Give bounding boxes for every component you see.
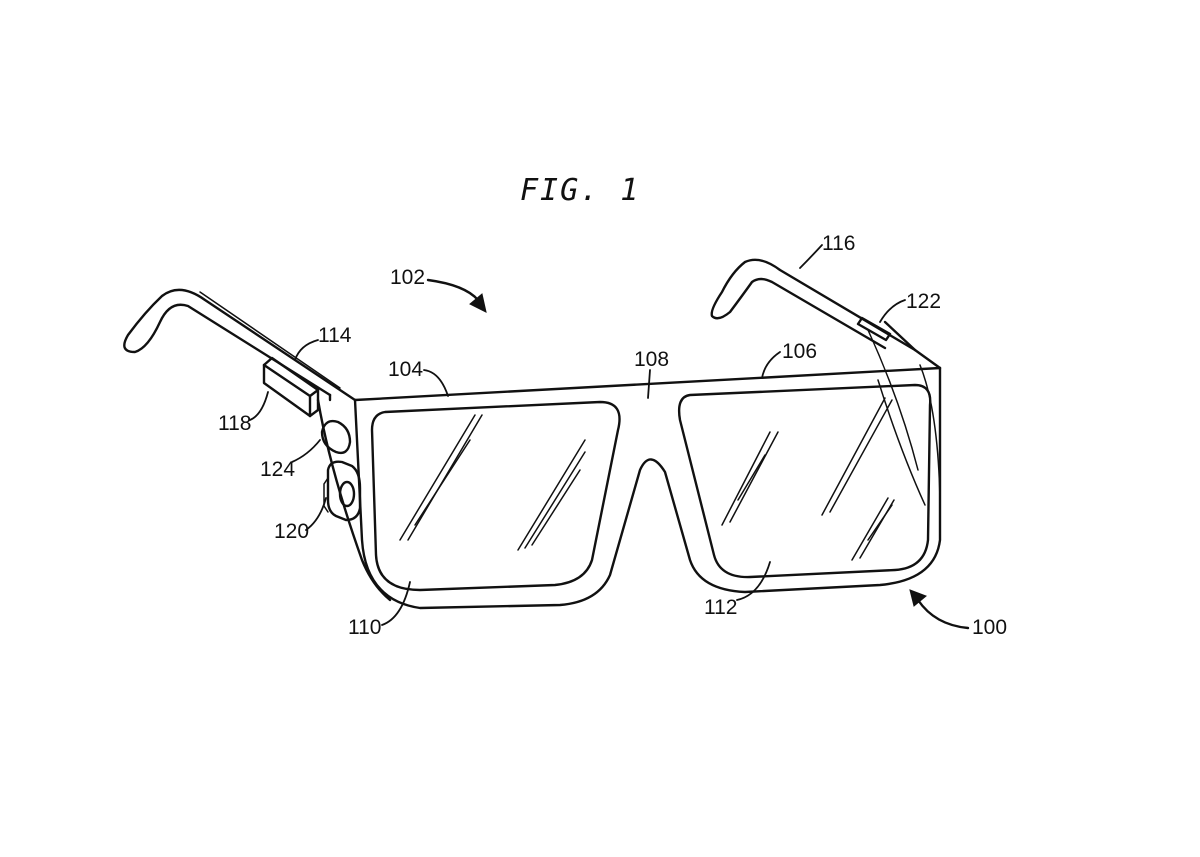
leader-108	[647, 369, 651, 399]
label-100: 100	[972, 616, 1007, 639]
label-118: 118	[218, 412, 251, 435]
sensor-124	[320, 419, 352, 455]
leader-110	[381, 581, 411, 626]
leader-116	[799, 244, 823, 269]
label-112: 112	[704, 596, 737, 619]
label-116: 116	[822, 232, 855, 255]
component-122	[856, 316, 892, 342]
right-lens-112	[677, 379, 932, 579]
arrow-102	[426, 278, 480, 302]
leader-112	[736, 561, 771, 601]
left-temple-arm	[123, 288, 357, 402]
arrowhead-100	[909, 589, 927, 607]
side-mounted-module-118	[262, 356, 320, 418]
figure-title: FIG. 1	[520, 173, 640, 208]
leader-122	[879, 299, 906, 323]
arrowhead-102	[469, 293, 487, 313]
camera-120	[323, 460, 362, 522]
leader-120	[305, 497, 327, 531]
right-temple-arm-116	[710, 258, 919, 471]
label-108: 108	[634, 348, 669, 371]
front-frame	[353, 320, 942, 610]
leader-104	[423, 369, 449, 397]
label-124: 124	[260, 458, 295, 481]
leader-114	[294, 339, 319, 361]
left-lens-110	[370, 400, 621, 592]
leader-118	[249, 391, 269, 421]
leader-124	[291, 439, 321, 463]
label-114: 114	[318, 324, 352, 347]
label-120: 120	[274, 520, 309, 543]
label-122: 122	[906, 290, 941, 313]
label-106: 106	[782, 340, 817, 363]
leader-106	[761, 351, 781, 379]
label-104: 104	[388, 358, 423, 381]
label-102: 102	[390, 266, 425, 289]
arrow-100	[916, 598, 970, 630]
label-110: 110	[348, 616, 381, 639]
